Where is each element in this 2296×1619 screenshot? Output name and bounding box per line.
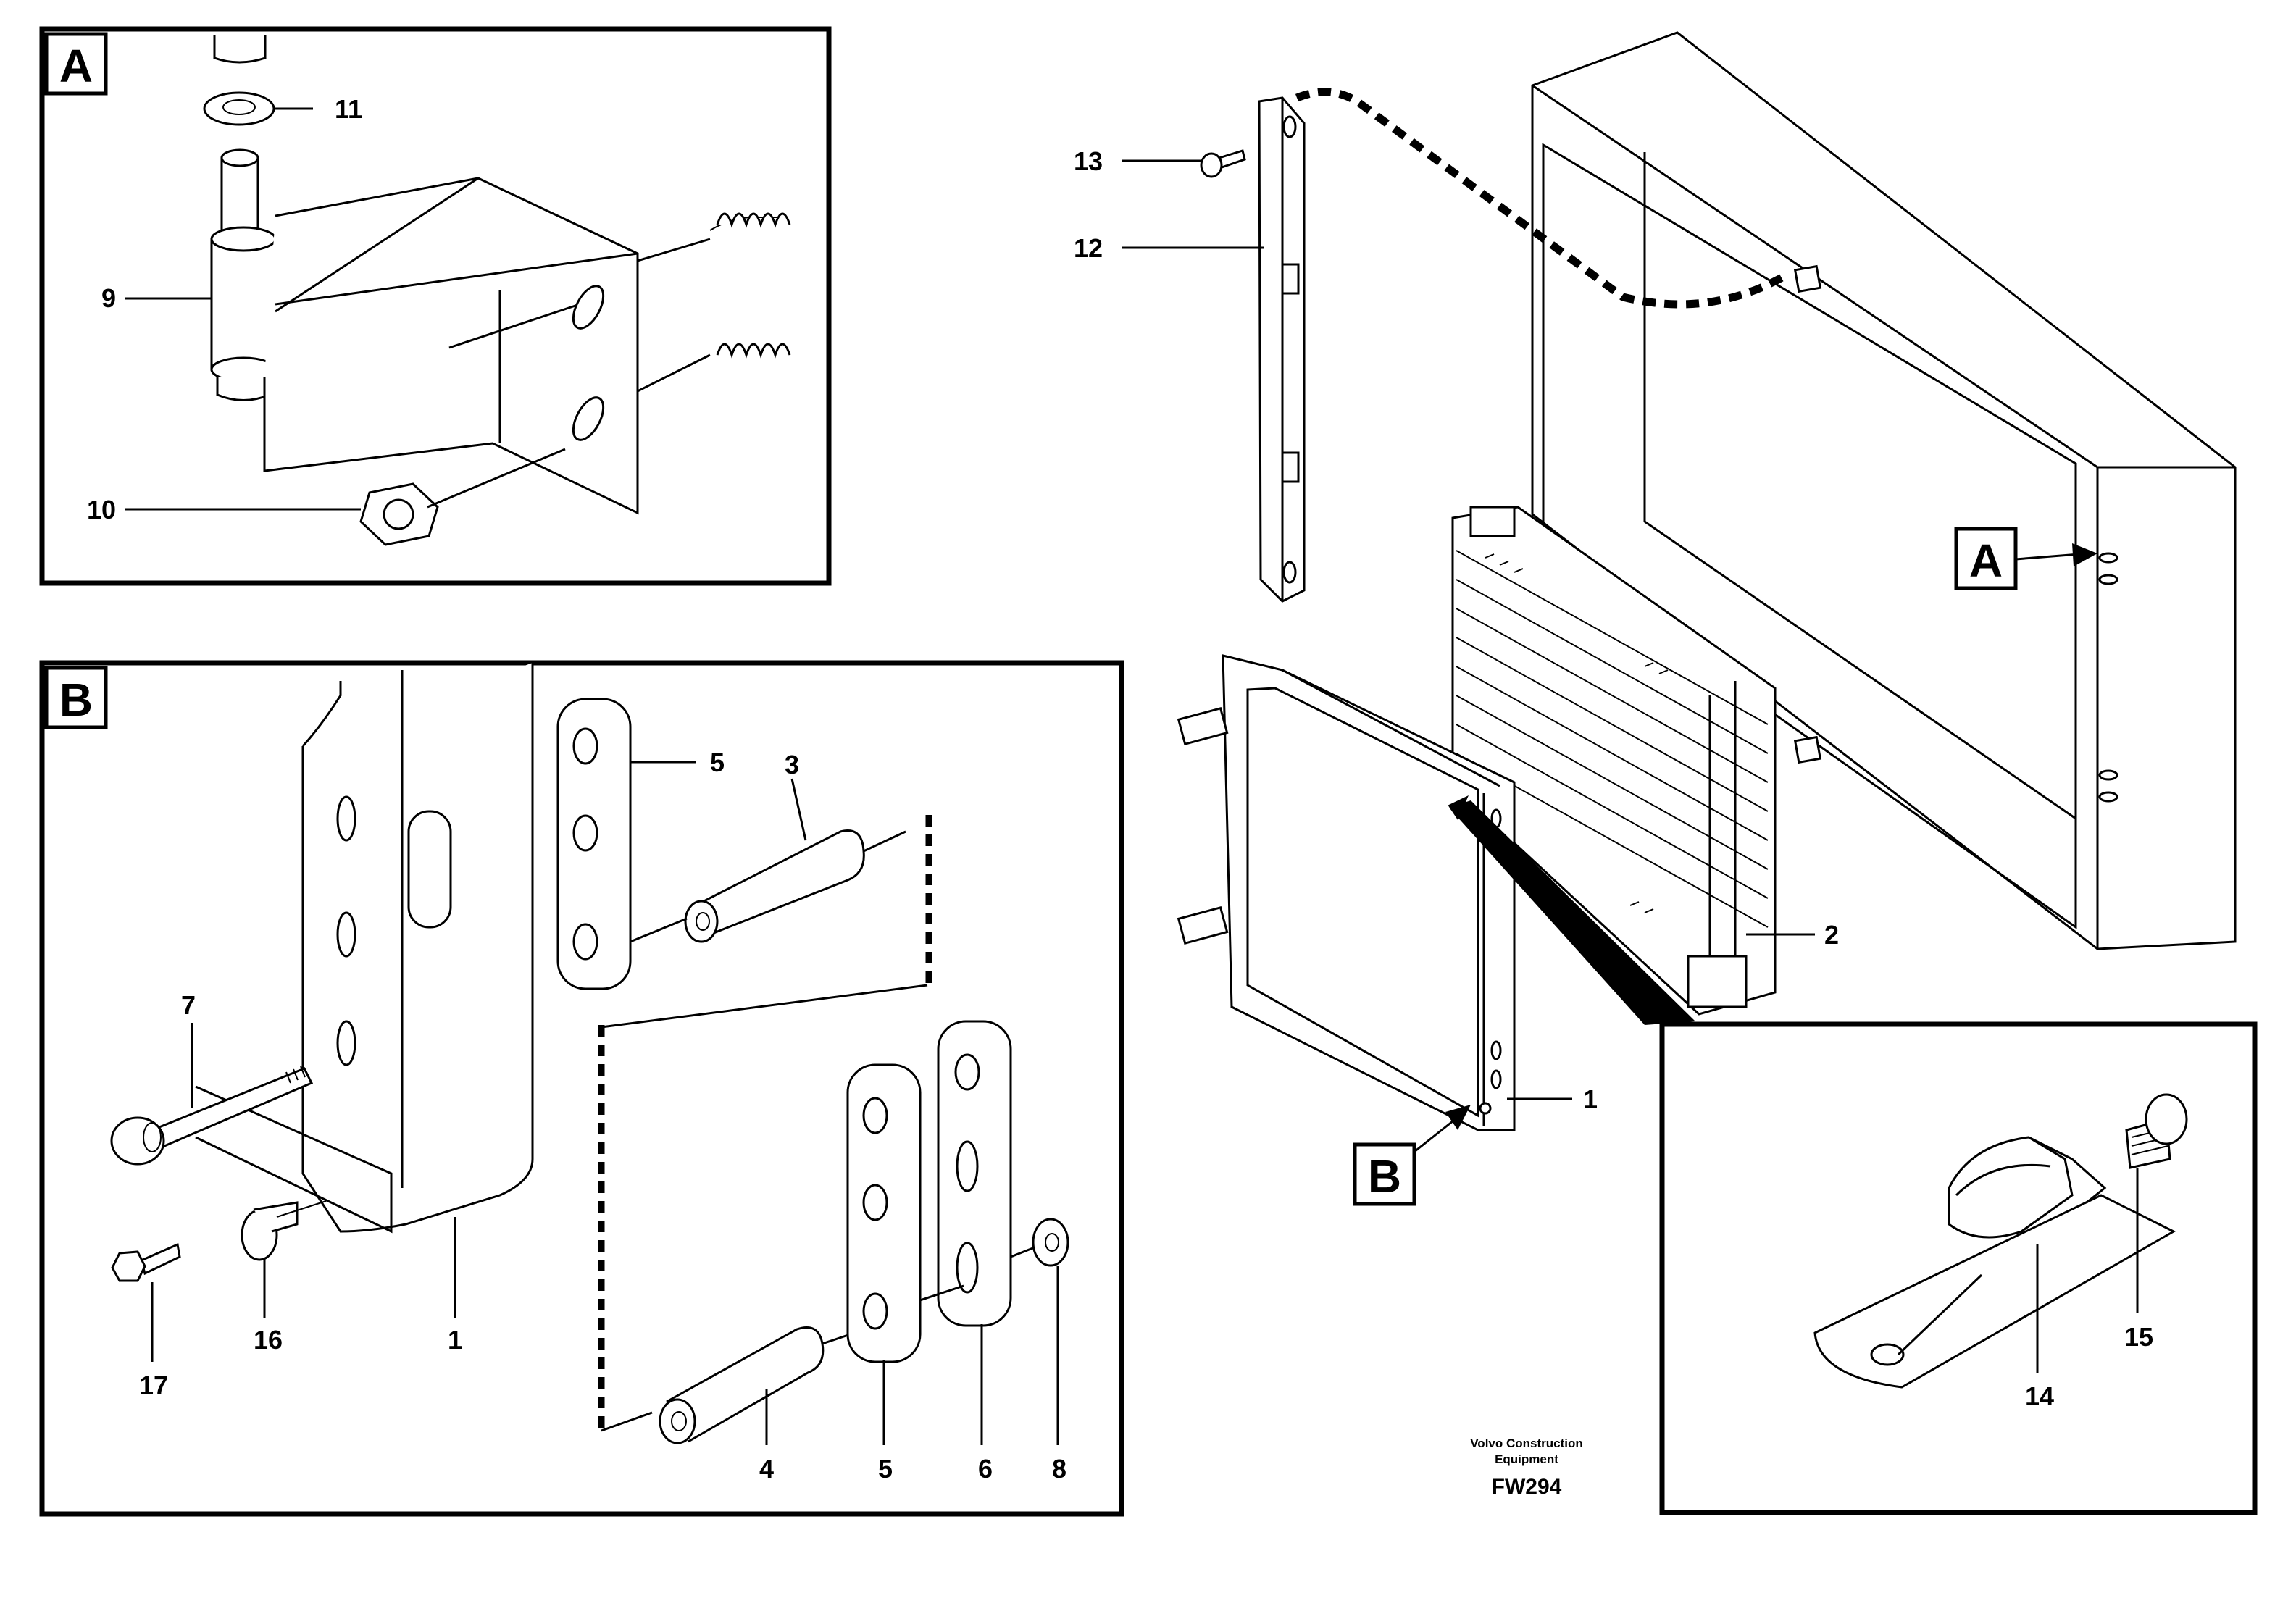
label-16: 16	[254, 1325, 283, 1355]
washer-11	[203, 91, 275, 126]
detail-a-frame	[39, 26, 832, 586]
pin-4	[659, 1323, 881, 1444]
credit-line-2: Equipment	[1495, 1452, 1558, 1466]
label-9: 9	[101, 283, 116, 313]
spring-lower	[637, 343, 791, 393]
callout-a-letter: A	[1969, 535, 2003, 587]
label-15: 15	[2124, 1322, 2153, 1352]
clamp-detail-frame	[1659, 1021, 2258, 1515]
label-1-b: 1	[448, 1325, 462, 1355]
nut-10	[359, 448, 566, 546]
label-5-top: 5	[710, 748, 725, 777]
detail-zoom-pointer	[1448, 795, 1469, 821]
bolt-7	[110, 1066, 314, 1166]
label-2: 2	[1824, 920, 1839, 950]
label-17: 17	[139, 1371, 168, 1400]
publisher-credit: Volvo Construction Equipment FW294	[1470, 1436, 1583, 1499]
callout-a: A	[1954, 527, 2097, 590]
bolt-17	[111, 1242, 181, 1282]
clamp-detail: 14 15	[1659, 1021, 2258, 1515]
detail-b-letter-box	[44, 666, 108, 729]
label-3: 3	[785, 750, 799, 779]
detail-b-frame	[39, 660, 1124, 1517]
label-11: 11	[335, 94, 362, 124]
spring-upper	[637, 212, 791, 262]
connector-lower	[601, 1411, 653, 1432]
label-12: 12	[1074, 233, 1103, 263]
detail-zoom-wedge	[1449, 800, 1695, 1025]
radiator-housing	[1531, 31, 2237, 950]
bolt-15	[2125, 1093, 2188, 1169]
frame-1	[1177, 654, 1516, 1131]
plate-5-top	[556, 698, 632, 990]
label-6: 6	[978, 1454, 993, 1484]
connector-upper	[601, 984, 928, 1029]
detail-a-letter-box	[44, 32, 108, 96]
clamp-mounting-plate	[1813, 1194, 2176, 1389]
cut-line-housing	[1295, 88, 1788, 309]
detail-b-letter: B	[59, 674, 93, 726]
hinge-bracket	[263, 177, 639, 515]
hinge-pin-top	[213, 35, 267, 64]
label-4: 4	[759, 1454, 774, 1484]
callout-b-letter: B	[1368, 1150, 1401, 1202]
leader-3	[790, 778, 807, 841]
washer-8	[1032, 1218, 1069, 1267]
label-13: 13	[1074, 146, 1103, 176]
label-1-main: 1	[1583, 1084, 1598, 1114]
detail-view-b: B	[39, 660, 1124, 1517]
detail-view-a: A	[39, 26, 832, 586]
plate-5-bottom	[846, 1063, 922, 1363]
frame-post-1	[195, 663, 534, 1234]
clamp-14	[1948, 1136, 2107, 1239]
label-8: 8	[1052, 1454, 1066, 1484]
label-14: 14	[2025, 1381, 2054, 1411]
plate-6	[919, 1020, 1035, 1327]
screw-13	[1200, 149, 1246, 178]
credit-line-1: Volvo Construction	[1470, 1436, 1583, 1450]
clamp-16	[241, 1200, 327, 1261]
detail-a-letter: A	[59, 40, 93, 92]
label-5-bottom: 5	[878, 1454, 893, 1484]
callout-b: B	[1353, 1105, 1471, 1206]
label-10: 10	[87, 495, 116, 524]
pin-3	[630, 829, 906, 943]
plate-hole	[1870, 1343, 1905, 1366]
drawing-code: FW294	[1492, 1475, 1562, 1499]
hinge-pin-9	[210, 148, 277, 401]
label-7: 7	[181, 990, 196, 1020]
mounting-rail-12	[1258, 96, 1306, 603]
main-assembly: 13 12 2 1 A B	[1074, 31, 2237, 1206]
leader-plate	[1897, 1273, 1983, 1356]
